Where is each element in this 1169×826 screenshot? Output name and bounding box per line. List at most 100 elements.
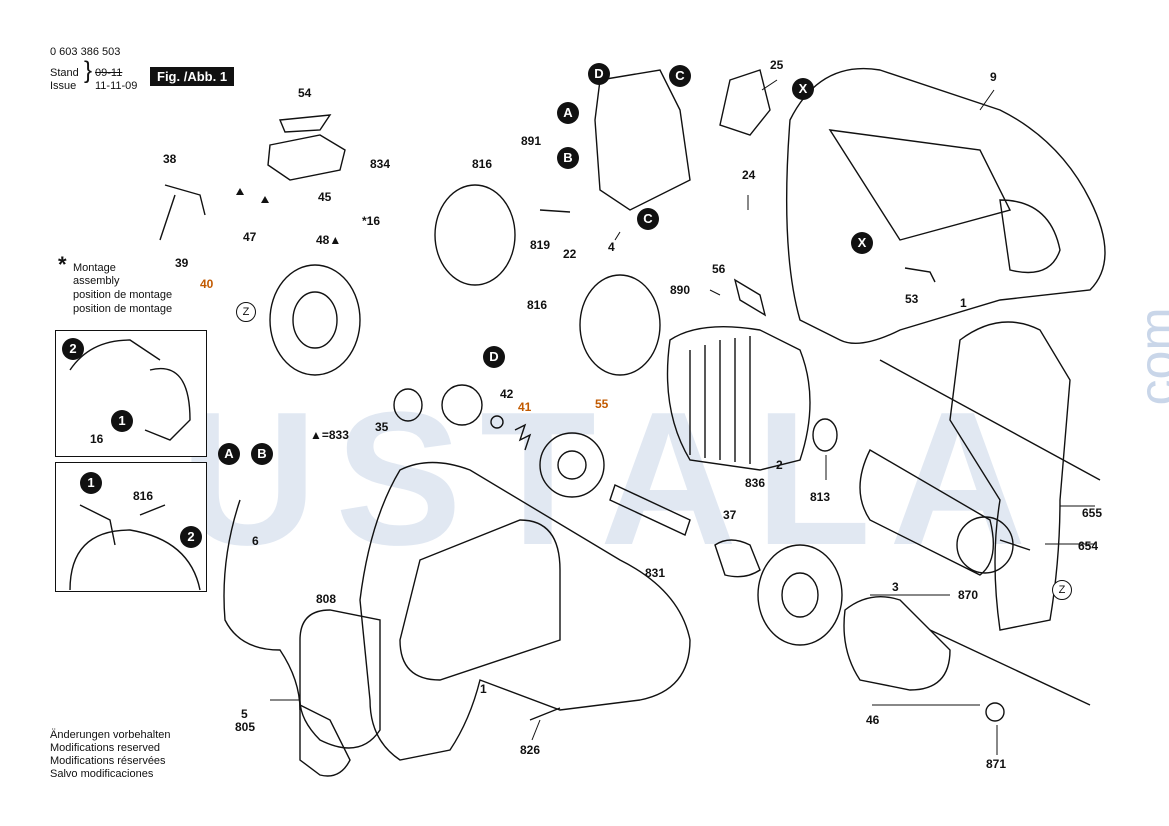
label-39: 39 <box>175 256 189 270</box>
footer-line-2: Modifications reserved <box>50 742 161 754</box>
montage-line-4: position de montage <box>73 303 173 315</box>
label-55: 55 <box>595 397 609 411</box>
footer-line-4: Salvo modificaciones <box>50 768 154 780</box>
callout-z-right: Z <box>1052 580 1072 600</box>
handle <box>299 609 381 749</box>
callout-z-left: Z <box>236 302 256 322</box>
label-816-inset: 816 <box>133 489 154 503</box>
label-22: 22 <box>563 247 577 261</box>
label-48: 48▲ <box>316 233 342 247</box>
label-5: 5 <box>241 707 248 721</box>
callout-d-mid: D <box>483 346 505 368</box>
label-871: 871 <box>986 757 1007 771</box>
label-836: 836 <box>745 476 766 490</box>
chuck-key <box>929 629 1091 706</box>
inset-step-1-lower: 1 <box>80 472 102 494</box>
montage-star: * <box>58 252 67 277</box>
label-3: 3 <box>892 580 899 594</box>
montage-line-3: position de montage <box>73 289 173 301</box>
label-42: 42 <box>500 387 514 401</box>
label-2: 2 <box>776 458 783 472</box>
aux-handle <box>949 321 1071 631</box>
montage-line-1: Montage <box>73 262 116 274</box>
switch <box>594 69 691 211</box>
label-37: 37 <box>723 508 737 522</box>
footer-line-3: Modifications réservées <box>50 755 166 767</box>
housing-right <box>785 67 1106 345</box>
label-25: 25 <box>770 58 784 72</box>
label-16-star: *16 <box>362 214 381 228</box>
label-805: 805 <box>235 720 256 734</box>
callout-a-low: A <box>218 443 240 465</box>
gear <box>539 432 605 498</box>
shaft <box>609 484 691 536</box>
label-813: 813 <box>810 490 831 504</box>
stand-label: Stand <box>50 67 79 79</box>
callout-x-top: X <box>792 78 814 100</box>
issue-label: Issue <box>50 80 77 92</box>
brush-holder-upper <box>434 184 516 286</box>
label-833: ▲=833 <box>310 428 349 442</box>
montage-line-2: assembly <box>73 275 120 287</box>
armature <box>859 449 994 576</box>
stator <box>666 326 811 471</box>
inset-step-2-lower: 2 <box>180 526 202 548</box>
lever <box>719 69 771 136</box>
label-654: 654 <box>1078 539 1099 553</box>
inset-box-upper <box>55 330 207 457</box>
callout-a-top: A <box>557 102 579 124</box>
bearing-35 <box>393 388 423 422</box>
plug <box>299 703 351 777</box>
part-number: 0 603 386 503 <box>50 46 121 58</box>
label-655: 655 <box>1082 506 1103 520</box>
inset-step-1-upper: 1 <box>111 410 133 432</box>
bearing-plate <box>269 264 361 376</box>
label-9: 9 <box>990 70 997 84</box>
label-35: 35 <box>375 420 389 434</box>
label-4: 4 <box>608 240 615 254</box>
chuck <box>843 596 951 691</box>
label-54: 54 <box>298 86 312 100</box>
label-41: 41 <box>518 400 532 414</box>
label-16: 16 <box>90 432 104 446</box>
label-45: 45 <box>318 190 332 204</box>
gear-housing <box>757 544 843 646</box>
label-808: 808 <box>316 592 337 606</box>
brace: } <box>84 57 93 84</box>
callout-c-top: C <box>669 65 691 87</box>
callout-b-top: B <box>557 147 579 169</box>
label-816-mid: 816 <box>527 298 548 312</box>
callout-x-mid: X <box>851 232 873 254</box>
housing-left <box>359 461 691 761</box>
label-6: 6 <box>252 534 259 548</box>
brush-holder-lower <box>579 274 661 376</box>
label-40: 40 <box>200 277 214 291</box>
label-56: 56 <box>712 262 726 276</box>
label-38: 38 <box>163 152 177 166</box>
label-24: 24 <box>742 168 756 182</box>
label-831: 831 <box>645 566 666 580</box>
cable <box>223 499 301 711</box>
label-870: 870 <box>958 588 979 602</box>
label-891: 891 <box>521 134 542 148</box>
label-1-top: 1 <box>960 296 967 310</box>
callout-d-top: D <box>588 63 610 85</box>
label-819: 819 <box>530 238 551 252</box>
label-1-bottom: 1 <box>480 682 487 696</box>
callout-c-mid: C <box>637 208 659 230</box>
ring-gear <box>441 384 483 426</box>
footer-line-1: Änderungen vorbehalten <box>50 729 171 741</box>
label-47: 47 <box>243 230 257 244</box>
label-826: 826 <box>520 743 541 757</box>
label-46: 46 <box>866 713 880 727</box>
label-53: 53 <box>905 292 919 306</box>
figure-label: Fig. /Abb. 1 <box>150 67 235 86</box>
issue-date: 11-11-09 <box>95 80 138 92</box>
stand-date: 09-11 <box>95 67 123 79</box>
label-890: 890 <box>670 283 691 297</box>
callout-b-low: B <box>251 443 273 465</box>
inset-step-2-upper: 2 <box>62 338 84 360</box>
label-834: 834 <box>370 157 391 171</box>
label-816-top: 816 <box>472 157 493 171</box>
